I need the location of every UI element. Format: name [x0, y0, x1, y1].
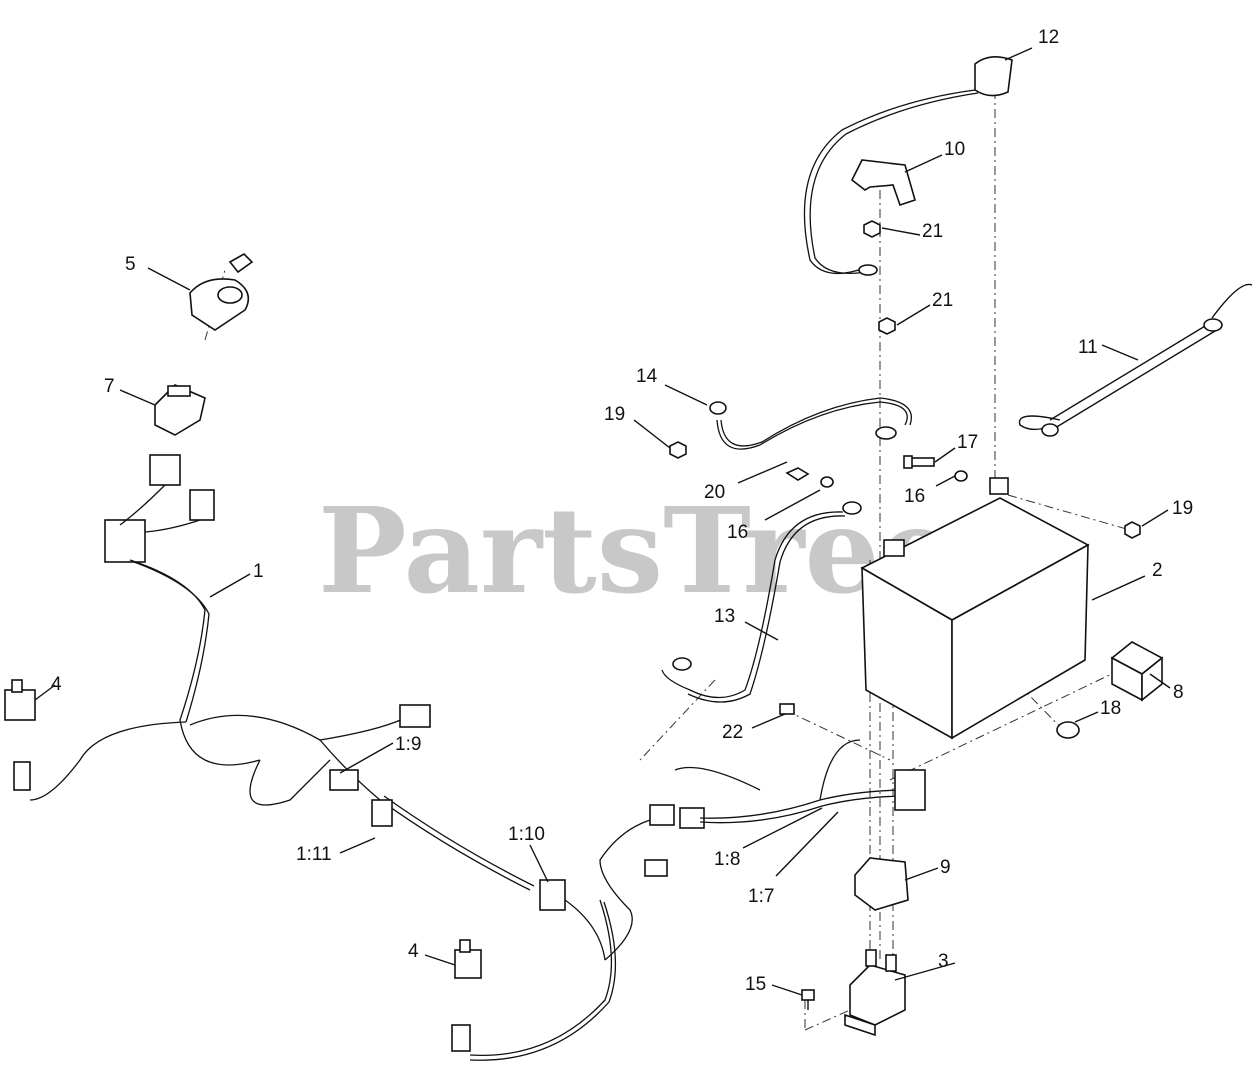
part-9-solenoid-cover [854, 857, 909, 911]
callout-1-8: 1:8 [714, 849, 740, 870]
callout-21: 21 [922, 221, 943, 242]
callout-3: 3 [938, 951, 949, 972]
callout-22: 22 [722, 722, 743, 743]
callout-10: 10 [944, 139, 965, 160]
callout-18: 18 [1100, 698, 1121, 719]
part-21-nuts [863, 220, 896, 335]
callout-1-9: 1:9 [395, 734, 421, 755]
callout-4: 4 [408, 941, 419, 962]
callout-5: 5 [125, 254, 136, 275]
callout-21: 21 [932, 290, 953, 311]
callout-7: 7 [104, 376, 115, 397]
callout-20: 20 [704, 482, 725, 503]
callout-14: 14 [636, 366, 658, 387]
callout-1-11: 1:11 [296, 844, 332, 865]
part-4-switches [4, 679, 482, 1052]
part-14-ground-cable [709, 397, 912, 450]
part-19-nuts [669, 441, 1141, 539]
callout-16: 16 [727, 522, 748, 543]
callout-19: 19 [1172, 498, 1193, 519]
callout-4: 4 [51, 674, 62, 695]
callout-12: 12 [1038, 27, 1059, 48]
callout-16: 16 [904, 486, 925, 507]
callout-1: 1 [253, 561, 264, 582]
part-5-ignition-switch [189, 253, 254, 331]
callout-9: 9 [940, 857, 951, 878]
part-2-battery [860, 477, 1090, 740]
callout-15: 15 [745, 974, 766, 995]
part-8-relay [1110, 641, 1164, 702]
callout-1-7: 1:7 [748, 886, 774, 907]
watermark: PartsTree [318, 481, 955, 620]
leader-lines [34, 47, 1171, 996]
callout-1-10: 1:10 [508, 824, 545, 845]
part-18-22 [779, 703, 1080, 739]
part-12-battery-boot [803, 56, 1013, 276]
callout-labels: 12 10 21 21 11 14 19 17 20 16 16 19 5 7 … [51, 27, 1193, 995]
callout-17: 17 [957, 432, 978, 453]
callout-19: 19 [604, 404, 625, 425]
part-1-wire-harness [29, 454, 926, 1061]
callout-2: 2 [1152, 560, 1163, 581]
part-10-terminal-cover [850, 159, 916, 207]
part-3-solenoid [844, 949, 906, 1037]
callout-13: 13 [714, 606, 735, 627]
part-7-switch [154, 384, 206, 436]
part-15-bolt [801, 989, 815, 1010]
assembly-guide-lines [204, 90, 1131, 1031]
callout-8: 8 [1173, 682, 1184, 703]
callout-11: 11 [1078, 337, 1098, 358]
part-11-hold-down-rod [1018, 283, 1253, 437]
small-hardware [785, 455, 968, 488]
